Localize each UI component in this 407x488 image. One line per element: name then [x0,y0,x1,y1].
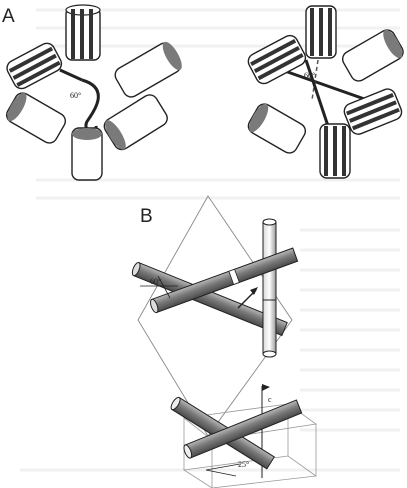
nucleosome-drum [5,92,67,144]
nucleosome-drum-striped [65,4,101,61]
axis-label-c: c [268,395,272,404]
nucleosome-drum-striped [343,88,403,135]
rod-crossing-upper: 60° [131,195,299,437]
nucleosome-drum [71,127,103,181]
nucleosome-drum-striped [305,5,337,59]
nucleosome-drum-striped [319,123,351,179]
rod-diagonal [183,399,303,459]
nucleosome-drum [247,103,307,154]
rod-diagonal [131,261,288,337]
nucleosome-drum-striped [247,34,307,85]
nucleosome-drum [103,94,168,151]
panel-b-label: B [140,206,153,227]
angle-label-b-bottom: 25° [238,460,249,469]
nucleosome-drum-striped [6,42,63,90]
nucleosome-drum [114,41,182,98]
angle-label-b-top: 60° [150,277,161,286]
rod-diagonal [150,247,299,314]
angle-label-a-left: 60° [70,91,81,100]
panel-a-label: A [2,6,15,27]
nucleosome-drum [341,29,404,82]
rosette-left: 60° [5,4,182,181]
rosette-right: 60° [247,5,404,179]
rod-crossing-lower: c 25° [170,384,318,488]
angle-label-a-right: 60° [304,71,315,80]
